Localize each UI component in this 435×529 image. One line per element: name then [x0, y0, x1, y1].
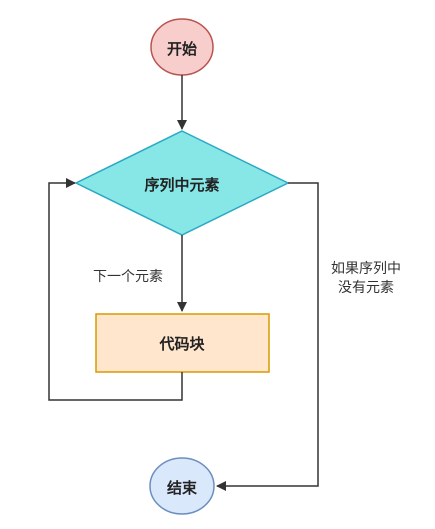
edge-condition-to-end	[216, 182, 319, 491]
end-node	[149, 457, 215, 515]
edge-loop-back	[48, 178, 183, 401]
start-node	[150, 18, 214, 76]
code-block-rect	[95, 313, 270, 373]
condition-diamond	[74, 130, 290, 236]
